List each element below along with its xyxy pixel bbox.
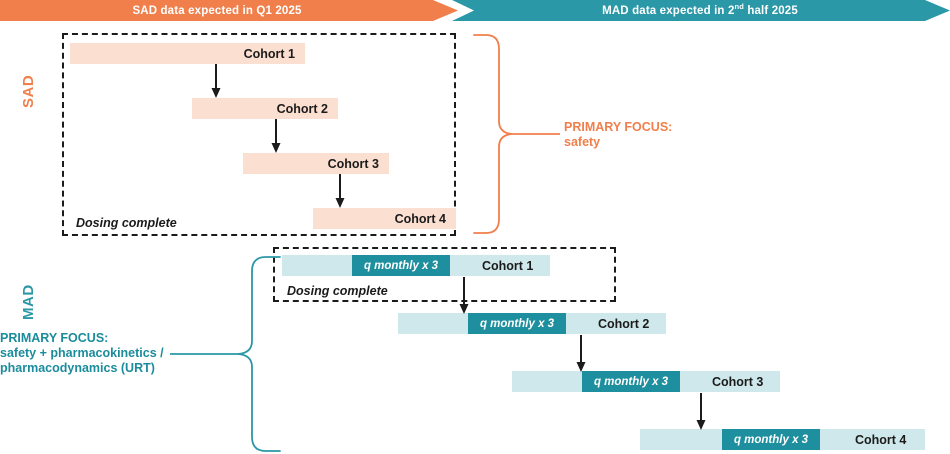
primary-focus-sad-text: PRIMARY FOCUS: safety <box>564 120 672 150</box>
arrow-sad-cohort3-to-cohort4 <box>334 174 346 209</box>
mad-cohort-3-dose-segment: q monthly x 3 <box>582 371 680 392</box>
primary-focus-sad-line2: safety <box>564 135 601 149</box>
brace-mad-primary-focus <box>170 253 281 453</box>
banner-mad-text: MAD data expected in 2nd half 2025 <box>602 1 798 17</box>
banner-mad-timeline: MAD data expected in 2nd half 2025 <box>452 0 950 21</box>
banner-sad-timeline: SAD data expected in Q1 2025 <box>0 0 458 21</box>
banner-mad-suffix: half 2025 <box>743 4 798 17</box>
mad-cohort-2-bar[interactable]: q monthly x 3 Cohort 2 <box>398 313 666 334</box>
mad-cohort-4-bar[interactable]: q monthly x 3 Cohort 4 <box>640 429 925 450</box>
primary-focus-mad-line1: PRIMARY FOCUS: <box>0 331 109 345</box>
arrow-sad-cohort1-to-cohort2 <box>210 64 222 99</box>
sad-cohort-3-bar[interactable]: Cohort 3 <box>243 153 389 174</box>
sad-cohort-4-bar[interactable]: Cohort 4 <box>313 208 456 229</box>
brace-sad-primary-focus <box>473 33 560 235</box>
mad-cohort-2-label: Cohort 2 <box>598 316 650 331</box>
banner-mad-superscript: nd <box>734 1 744 11</box>
sad-cohort-2-bar[interactable]: Cohort 2 <box>192 98 338 119</box>
mad-cohort-4-label: Cohort 4 <box>855 432 907 447</box>
sad-cohort-2-label: Cohort 2 <box>276 101 328 116</box>
dashed-box-mad-dosing-complete <box>273 247 616 302</box>
primary-focus-mad-text: PRIMARY FOCUS: safety + pharmacokinetics… <box>0 331 164 376</box>
mad-cohort-3-label: Cohort 3 <box>712 374 764 389</box>
sad-cohort-4-label: Cohort 4 <box>394 211 446 226</box>
sad-cohort-3-label: Cohort 3 <box>327 156 379 171</box>
phase-label-mad: MAD <box>20 284 37 320</box>
mad-cohort-4-dose-segment: q monthly x 3 <box>722 429 820 450</box>
primary-focus-mad-line3: pharmacodynamics (URT) <box>0 361 155 375</box>
phase-label-sad: SAD <box>20 74 37 108</box>
mad-dosing-complete-note: Dosing complete <box>287 284 388 298</box>
dashed-box-sad-dosing-complete <box>62 33 456 236</box>
banner-sad-text: SAD data expected in Q1 2025 <box>132 4 302 17</box>
mad-cohort-3-bar[interactable]: q monthly x 3 Cohort 3 <box>512 371 780 392</box>
mad-cohort-1-label: Cohort 1 <box>482 258 534 273</box>
mad-cohort-2-dose-segment: q monthly x 3 <box>468 313 566 334</box>
sad-cohort-1-bar[interactable]: Cohort 1 <box>70 43 305 64</box>
arrow-mad-cohort2-to-cohort3 <box>575 335 587 373</box>
arrow-mad-cohort1-to-cohort2 <box>458 277 470 315</box>
mad-cohort-1-dose-segment: q monthly x 3 <box>352 255 450 276</box>
mad-cohort-1-bar[interactable]: q monthly x 3 Cohort 1 <box>282 255 550 276</box>
sad-dosing-complete-note: Dosing complete <box>76 216 177 230</box>
primary-focus-mad-line2: safety + pharmacokinetics / <box>0 346 164 360</box>
banner-mad-prefix: MAD data expected in 2 <box>602 4 735 17</box>
arrow-mad-cohort3-to-cohort4 <box>695 393 707 431</box>
sad-cohort-1-label: Cohort 1 <box>243 46 295 61</box>
arrow-sad-cohort2-to-cohort3 <box>270 119 282 154</box>
primary-focus-sad-line1: PRIMARY FOCUS: <box>564 120 673 134</box>
